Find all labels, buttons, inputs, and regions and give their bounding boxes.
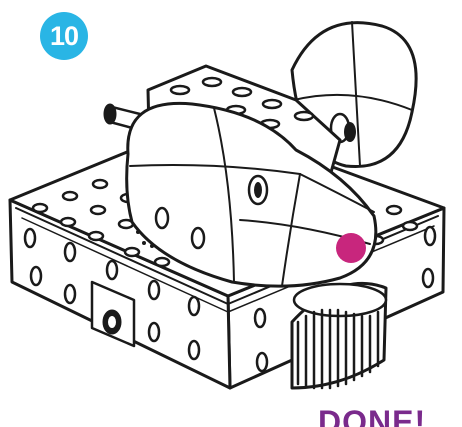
done-label: DONE! xyxy=(318,402,426,427)
gear-wheel xyxy=(292,283,386,388)
pink-dot-indicator xyxy=(336,233,366,263)
step-number: 10 xyxy=(50,21,78,52)
step-number-badge: 10 xyxy=(40,12,88,60)
